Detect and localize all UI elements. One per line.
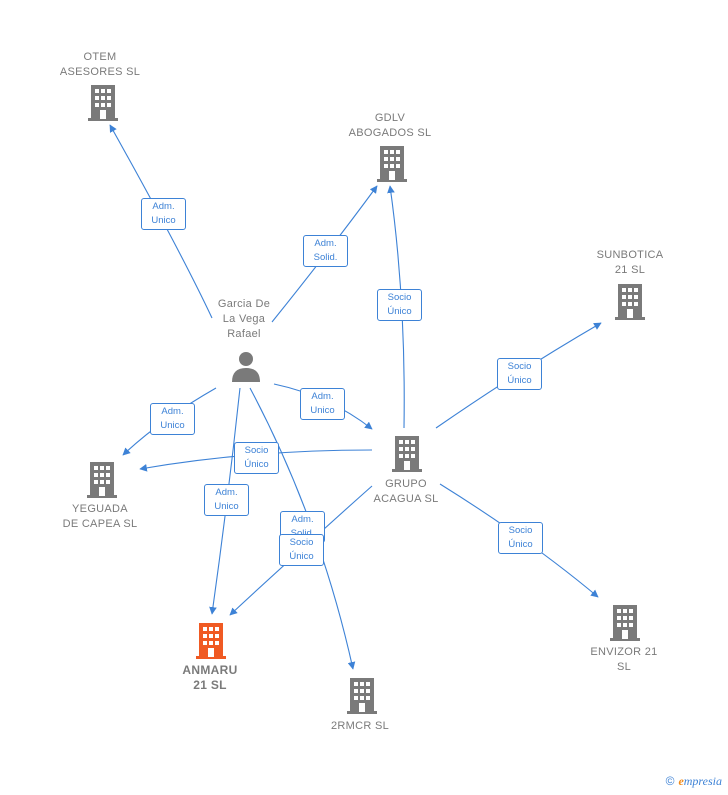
brand-name: mpresia: [683, 774, 722, 788]
edge-tag-grupo-sunbotica[interactable]: Socio Único: [497, 358, 542, 390]
node-label-rmcr[interactable]: 2RMCR SL: [330, 720, 390, 732]
building-icon[interactable]: [614, 284, 646, 320]
edge-tag-person-yeguada[interactable]: Adm. Unico: [150, 403, 195, 435]
node-label-yeguada[interactable]: YEGUADA DE CAPEA SL: [62, 503, 138, 530]
copyright-icon: ©: [665, 774, 675, 788]
node-label-anmaru[interactable]: ANMARU 21 SL: [182, 663, 238, 692]
edge-tag-person-grupo[interactable]: Adm. Unico: [300, 388, 345, 420]
node-label-otem[interactable]: OTEM ASESORES SL: [59, 51, 141, 78]
brand-logo: ©empresia: [666, 774, 722, 789]
edge-tag-grupo-gdlv[interactable]: Socio Único: [377, 289, 422, 321]
brand-e: e: [678, 774, 684, 788]
building-icon[interactable]: [87, 85, 119, 121]
node-label-person[interactable]: Garcia De La Vega Rafael: [217, 298, 271, 340]
node-label-envizor[interactable]: ENVIZOR 21 SL: [590, 646, 658, 673]
building-icon[interactable]: [376, 146, 408, 182]
building-icon[interactable]: [346, 678, 378, 714]
node-label-sunbotica[interactable]: SUNBOTICA 21 SL: [596, 249, 664, 276]
building-icon[interactable]: [391, 436, 423, 472]
edge-person-otem: [109, 124, 213, 319]
edge-tag-grupo-envizor[interactable]: Socio Único: [498, 522, 543, 554]
edge-tag-person-gdlv[interactable]: Adm. Solid.: [303, 235, 348, 267]
edge-tag-person-anmaru[interactable]: Adm. Unico: [204, 484, 249, 516]
building-icon-focus[interactable]: [195, 623, 227, 659]
building-icon[interactable]: [609, 605, 641, 641]
node-label-gdlv[interactable]: GDLV ABOGADOS SL: [348, 112, 432, 139]
building-icon[interactable]: [86, 462, 118, 498]
edge-tag-grupo-yeguada[interactable]: Socio Único: [234, 442, 279, 474]
edge-tag-grupo-anmaru[interactable]: Socio Único: [279, 534, 324, 566]
edge-tag-person-otem[interactable]: Adm. Unico: [141, 198, 186, 230]
person-icon[interactable]: [230, 350, 262, 382]
node-label-grupo[interactable]: GRUPO ACAGUA SL: [373, 478, 439, 505]
